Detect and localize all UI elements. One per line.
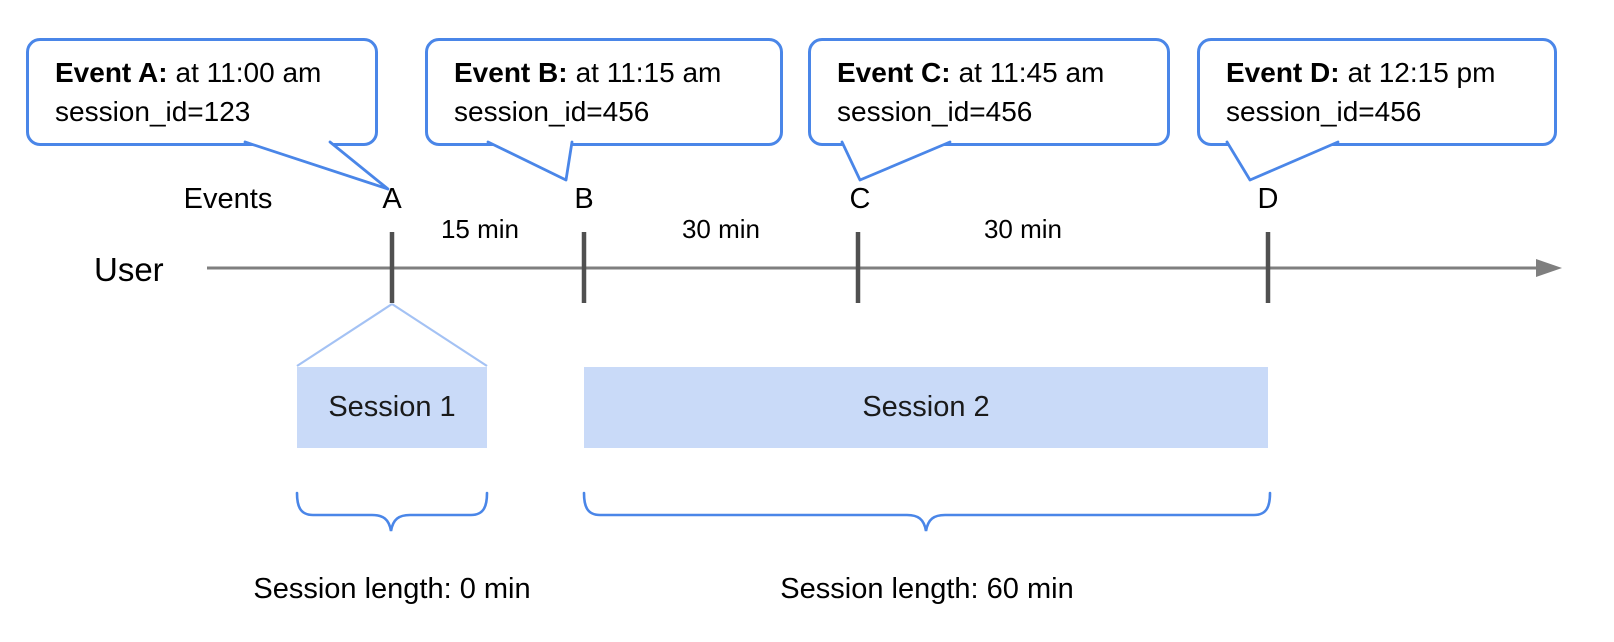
interval-label-cd: 30 min [983,214,1063,244]
event-callout-a: Event A:at 11:00 am session_id=123 [26,38,378,146]
event-marker-b: B [574,183,594,215]
callout-title: Event A: [55,57,168,88]
event-callout-c: Event C:at 11:45 am session_id=456 [808,38,1170,146]
callout-tail-d [1225,140,1340,182]
callout-session-id: session_id=456 [1226,96,1422,127]
funnel-line-right [391,303,488,367]
events-axis-label: Events [183,183,273,215]
interval-label-bc: 30 min [681,214,761,244]
callout-time: at 11:15 am [575,57,722,88]
session-1-box: Session 1 [297,367,487,448]
callout-time: at 12:15 pm [1347,57,1496,88]
event-marker-d: D [1257,183,1279,215]
timeline-arrowhead-icon [1536,259,1562,277]
event-callout-b: Event B:at 11:15 am session_id=456 [425,38,783,146]
callout-session-id: session_id=456 [837,96,1033,127]
session-1-brace [295,491,489,532]
session-1-label: Session 1 [328,391,456,423]
event-marker-c: C [849,183,871,215]
callout-time: at 11:45 am [958,57,1105,88]
event-marker-a: A [382,183,402,215]
event-callout-d: Event D:at 12:15 pm session_id=456 [1197,38,1557,146]
session-2-label: Session 2 [862,391,990,423]
session-2-brace [582,491,1272,532]
callout-tail-a [243,140,390,191]
callout-time: at 11:00 am [175,57,322,88]
callout-session-id: session_id=123 [55,96,251,127]
session-2-box: Session 2 [584,367,1268,448]
interval-label-ab: 15 min [440,214,520,244]
user-axis-label: User [94,251,164,288]
callout-title: Event B: [454,57,568,88]
callout-title: Event D: [1226,57,1340,88]
session-2-length-label: Session length: 60 min [780,573,1074,605]
callout-tail-c [840,140,952,182]
callout-session-id: session_id=456 [454,96,650,127]
callout-title: Event C: [837,57,951,88]
session-1-length-label: Session length: 0 min [253,573,531,605]
funnel-line-left [296,303,393,367]
callout-tail-b [486,140,574,182]
